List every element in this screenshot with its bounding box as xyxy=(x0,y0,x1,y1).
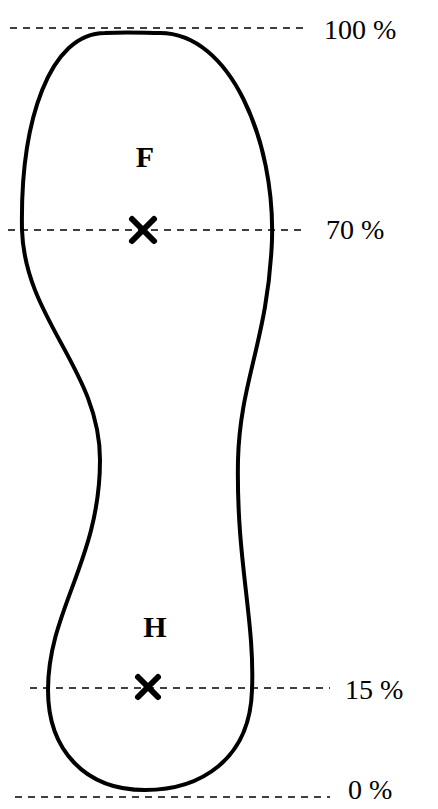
insole-outline xyxy=(22,33,272,790)
level-line xyxy=(10,27,305,29)
point-label: H xyxy=(143,612,166,642)
cross-marker xyxy=(138,677,158,697)
percent-label: 15 % xyxy=(345,676,403,704)
percent-label: 100 % xyxy=(324,16,396,44)
cross-marker xyxy=(132,219,154,241)
level-line xyxy=(30,687,330,689)
point-label: F xyxy=(136,142,154,172)
level-line xyxy=(15,796,330,798)
percent-label: 70 % xyxy=(326,216,384,244)
level-line xyxy=(8,229,305,231)
percent-label: 0 % xyxy=(348,776,392,804)
